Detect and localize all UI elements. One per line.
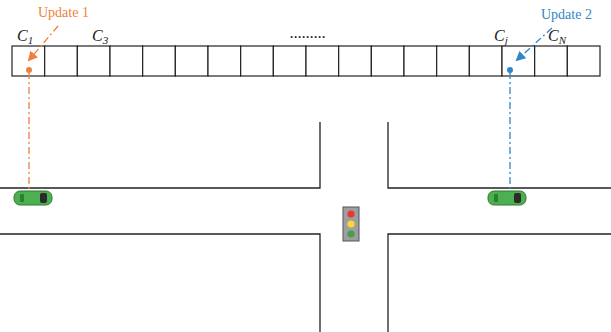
car [488, 191, 526, 205]
grid-cell [437, 46, 470, 76]
traffic-light-body [343, 207, 359, 241]
grid-cell [502, 46, 535, 76]
position-dot [26, 67, 32, 73]
road-edges [0, 122, 611, 332]
cell-label: C1 [17, 27, 33, 45]
road-edge [0, 122, 320, 188]
cell-label: CN [548, 27, 566, 45]
subscript: 3 [103, 34, 109, 46]
grid-cell [273, 46, 306, 76]
car-body [14, 191, 52, 205]
grid-cell [241, 46, 274, 76]
ellipsis-label: ......... [290, 24, 326, 42]
grid-cell [404, 46, 437, 76]
road-edge [0, 234, 320, 332]
update-arrow [517, 28, 552, 60]
car-window [20, 194, 24, 202]
leader-line [509, 72, 510, 194]
update-arrow [29, 26, 58, 60]
subscript: 1 [28, 34, 34, 46]
grid-cell [175, 46, 208, 76]
update-label: Update 2 [541, 7, 592, 22]
cell-strip [12, 46, 600, 76]
grid-cell [339, 46, 372, 76]
grid-cell [77, 46, 110, 76]
traffic-light [343, 207, 359, 241]
grid-cell [469, 46, 502, 76]
car-window [514, 193, 521, 203]
grid-cell [208, 46, 241, 76]
car-body [488, 191, 526, 205]
cell-label: Cj [494, 27, 508, 45]
green-lamp [347, 230, 354, 237]
subscript: j [505, 34, 508, 46]
subscript: N [559, 34, 566, 46]
cell-label: C3 [92, 27, 108, 45]
yellow-lamp [347, 220, 354, 227]
grid-cell [371, 46, 404, 76]
car-window [40, 193, 47, 203]
leader-line [28, 72, 29, 194]
position-dot [507, 67, 513, 73]
grid-cell [143, 46, 176, 76]
grid-cell [535, 46, 568, 76]
grid-cell [306, 46, 339, 76]
road-edge [388, 122, 611, 188]
grid-cell [567, 46, 600, 76]
grid-cell [110, 46, 143, 76]
road-edge [388, 234, 611, 332]
grid-cell [45, 46, 78, 76]
grid-cell [12, 46, 45, 76]
red-lamp [347, 210, 354, 217]
car-window [494, 194, 498, 202]
update-label: Update 1 [38, 5, 89, 20]
car [14, 191, 52, 205]
